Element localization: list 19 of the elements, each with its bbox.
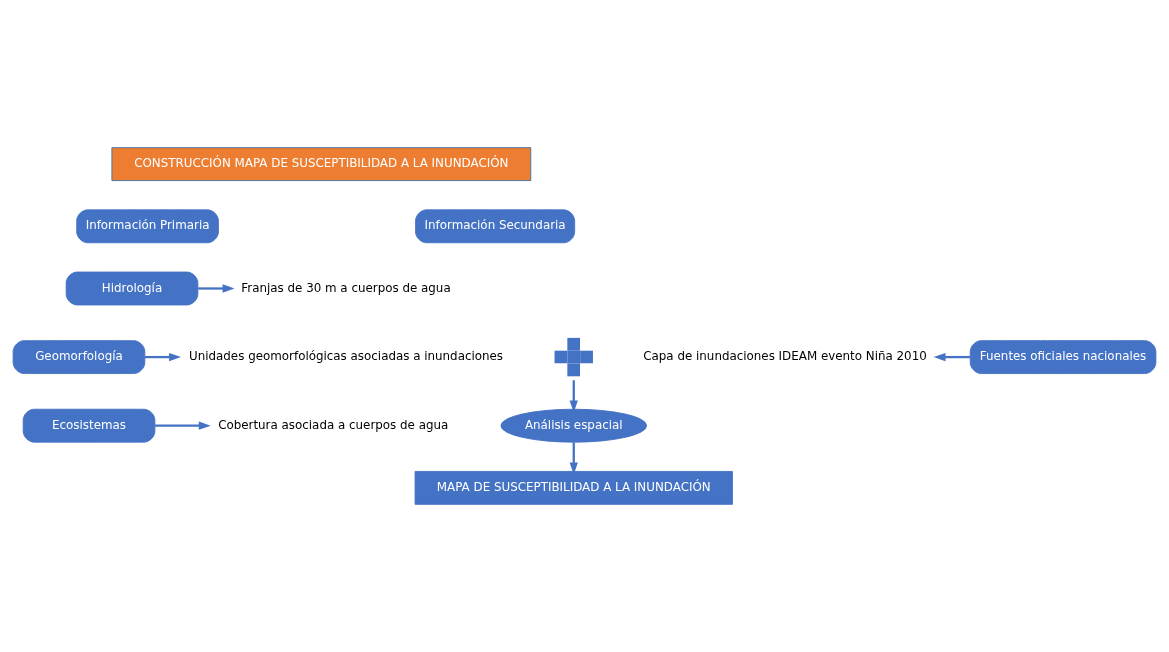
node-box: MAPA DE SUSCEPTIBILIDAD A LA INUNDACIÓN xyxy=(414,470,733,505)
node-text: Cobertura asociada a cuerpos de agua xyxy=(218,417,449,432)
node-box: Ecosistemas xyxy=(22,408,156,443)
node-box: Hidrología xyxy=(65,271,199,306)
node-box: Información Secundaria xyxy=(415,209,576,244)
node-text: Franjas de 30 m a cuerpos de agua xyxy=(241,280,451,295)
node-text: Unidades geomorfológicas asociadas a inundaciones xyxy=(189,349,504,364)
node-box: Información Primaria xyxy=(76,209,219,244)
arrow xyxy=(198,284,235,293)
node-ellipse: Análisis espacial xyxy=(500,408,648,443)
node-box: Fuentes oficiales nacionales xyxy=(969,340,1157,374)
arrow xyxy=(155,421,211,430)
node-text: Capa de inundaciones IDEAM evento Niña 2010 xyxy=(643,349,927,364)
arrow xyxy=(933,352,971,362)
node-box: Geomorfología xyxy=(12,340,146,374)
arrow xyxy=(569,442,578,475)
arrow xyxy=(569,380,578,413)
arrow xyxy=(144,352,181,362)
node-box: CONSTRUCCIÓN MAPA DE SUSCEPTIBILIDAD A LA INUNDACIÓN xyxy=(111,147,532,182)
